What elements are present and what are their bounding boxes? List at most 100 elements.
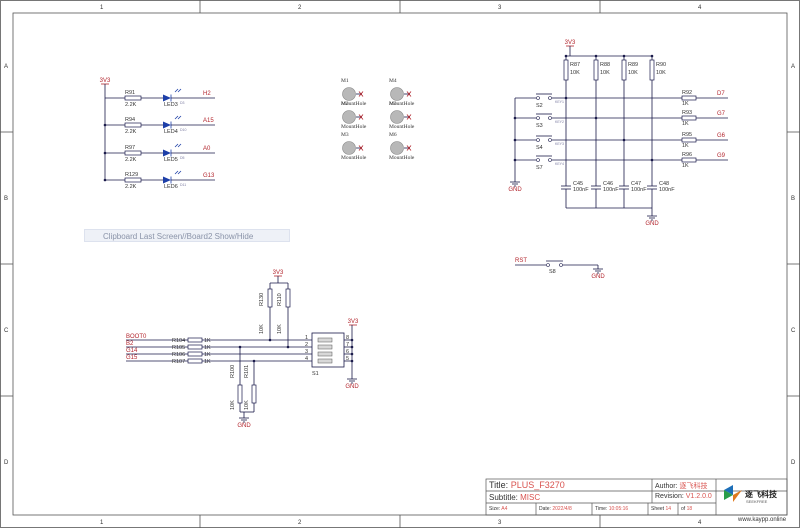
- switch-tag: KEY3: [555, 142, 564, 146]
- net-label: BOOT0: [126, 334, 147, 340]
- mount-label: MountHole: [341, 124, 367, 130]
- switch-contact: [536, 96, 540, 100]
- pin-number: 2: [305, 342, 308, 348]
- logo-subtext: SEEKFREE: [746, 499, 768, 504]
- dip-ref: S1: [312, 371, 319, 377]
- led-tag: D10: [180, 128, 186, 132]
- switch-ref: S2: [536, 103, 543, 109]
- series-value: 1K: [204, 359, 211, 365]
- subtitle-field: Subtitle: MISC: [489, 493, 540, 502]
- pin-number: 4: [305, 356, 308, 362]
- resistor-symbol: [681, 115, 697, 121]
- dip-lever: [317, 358, 333, 364]
- resistor-symbol: [187, 344, 203, 350]
- resistor-symbol: [251, 384, 257, 404]
- pullup-value: 10K: [628, 70, 638, 76]
- dip-lever: [317, 351, 333, 357]
- row-label-left: A: [4, 64, 8, 70]
- switch-contact: [546, 263, 550, 267]
- time-value: 10:05:16: [608, 506, 629, 512]
- of-field: of 18: [681, 506, 692, 512]
- row-label-right: A: [791, 64, 795, 70]
- title-field: Title: PLUS_F3270: [489, 480, 565, 490]
- switch-tag: KEY1: [555, 100, 564, 104]
- mount-hole-block: M1MountHoleM4MountHoleM2MountHoleM3Mount…: [341, 78, 415, 161]
- resistor-symbol: [124, 122, 142, 128]
- resistor-symbol: [124, 95, 142, 101]
- resistor-symbol: [563, 59, 569, 81]
- time-field: Time: 10:05:16: [595, 506, 628, 512]
- col-label-bottom: 3: [498, 520, 502, 526]
- mount-ref: M3: [389, 101, 397, 107]
- switch-contact: [536, 116, 540, 120]
- resistor-symbol: [187, 337, 203, 343]
- resistor-symbol: [187, 351, 203, 357]
- col-label-top: 3: [498, 5, 502, 11]
- resistor-value: 2.2K: [125, 184, 137, 190]
- col-label-top: 2: [298, 5, 302, 11]
- sheet-value: 14: [665, 506, 672, 512]
- series-ref: R93: [682, 110, 692, 116]
- col-label-bottom: 2: [298, 520, 302, 526]
- cap-value: 100nF: [573, 187, 589, 193]
- junction-dot: [513, 138, 517, 142]
- mount-ref: M3: [341, 132, 349, 138]
- led-symbol: [163, 176, 171, 184]
- net-label: A0: [203, 146, 211, 152]
- gnd-label: GND: [345, 384, 359, 390]
- switch-contact: [548, 158, 552, 162]
- cap-ref: C46: [603, 181, 613, 187]
- net-label: B2: [126, 341, 134, 347]
- title-value: PLUS_F3270: [510, 480, 565, 490]
- pulldown-value: 10K: [244, 400, 250, 410]
- series-value: 1K: [204, 345, 211, 351]
- power-label: 3V3: [565, 40, 576, 46]
- led-ray: [177, 143, 182, 148]
- no-connect-mark: [358, 145, 364, 151]
- gnd-label: GND: [237, 423, 251, 429]
- cap-ref: C45: [573, 181, 583, 187]
- pin-number: 6: [346, 349, 349, 355]
- logo: [724, 485, 742, 502]
- cap-ref: C48: [659, 181, 669, 187]
- power-label: 3V3: [100, 78, 111, 84]
- led-symbol: [163, 121, 171, 129]
- junction-dot: [350, 345, 354, 349]
- size-field: Size: A4: [489, 506, 507, 512]
- revision-value: V1.2.0.0: [685, 493, 712, 500]
- resistor-symbol: [681, 95, 697, 101]
- subtitle-value: MISC: [520, 493, 541, 502]
- led-ref: LED5: [164, 157, 178, 163]
- resistor-ref: R94: [125, 117, 135, 123]
- pullup-ref: R130: [259, 293, 265, 306]
- mount-hole-symbol: [342, 87, 356, 101]
- mount-hole-symbol: [390, 141, 404, 155]
- clipboard-overlay[interactable]: Clipboard Last Screen//Board2 Show/Hide: [84, 229, 290, 242]
- cap-value: 100nF: [659, 187, 675, 193]
- pullup-ref: R110: [277, 293, 283, 306]
- net-label: D7: [717, 91, 725, 97]
- author-label: Author:: [655, 483, 678, 490]
- mount-ref: M2: [341, 101, 349, 107]
- led-tag: D11: [180, 183, 186, 187]
- led-tag: D5: [180, 156, 185, 160]
- junction-dot: [350, 338, 354, 342]
- pin-number: 7: [346, 342, 349, 348]
- switch-ref: S7: [536, 165, 543, 171]
- mount-hole-symbol: [342, 110, 356, 124]
- junction-dot: [513, 158, 517, 162]
- mount-ref: M1: [341, 78, 349, 84]
- switch-contact: [559, 263, 563, 267]
- led-symbol: [163, 94, 171, 102]
- series-value: 1K: [204, 352, 211, 358]
- row-label-left: D: [4, 460, 9, 466]
- gnd-label: GND: [508, 187, 522, 193]
- mount-ref: M4: [389, 78, 397, 84]
- pin-number: 3: [305, 349, 308, 355]
- led-ray: [174, 88, 179, 93]
- junction-dot: [103, 178, 107, 182]
